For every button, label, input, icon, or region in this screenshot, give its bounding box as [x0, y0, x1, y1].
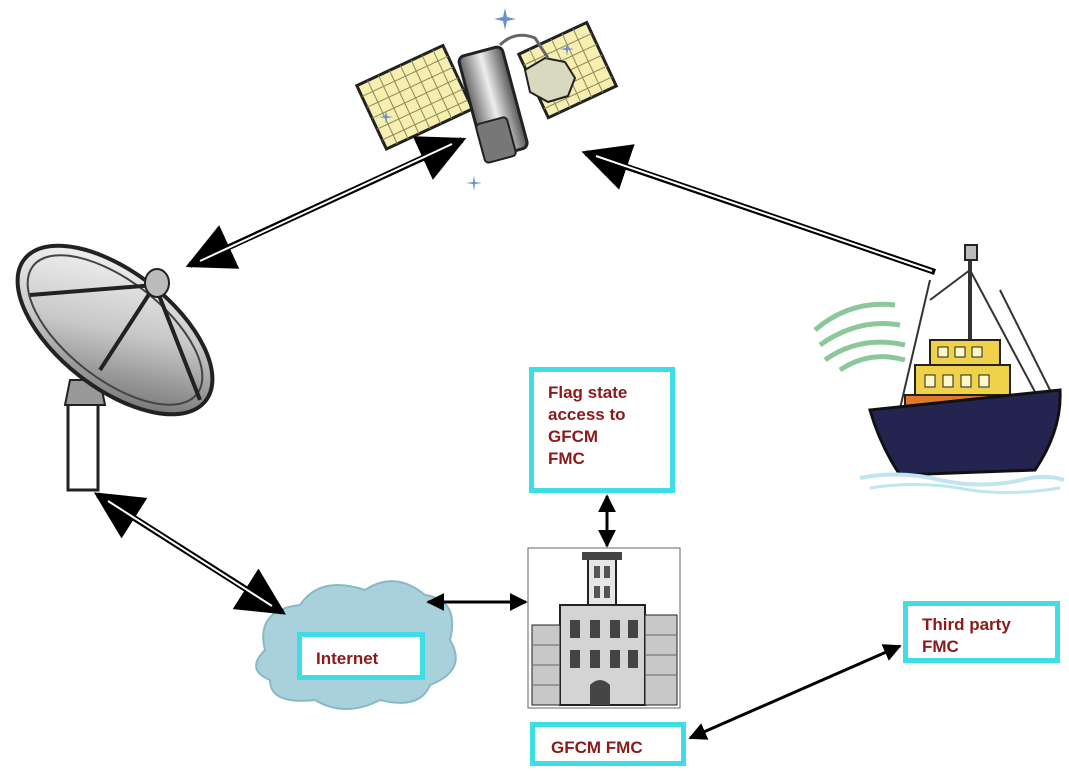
flag-state-line-3: GFCM: [548, 427, 599, 446]
flag-state-line-1: Flag state: [548, 383, 628, 402]
flag-state-access-box: Flag state access to GFCM FMC: [529, 367, 675, 493]
gfcm-fmc-label: GFCM FMC: [551, 738, 643, 757]
link-gfcm-third-party: [688, 644, 902, 740]
fishing-vessel-icon: [813, 244, 1065, 495]
link-vessel-satellite: [581, 144, 936, 275]
flag-state-line-2: access to: [548, 405, 626, 424]
third-party-line-2: FMC: [922, 637, 959, 656]
gfcm-fmc-box: GFCM FMC: [530, 722, 686, 766]
satellite-icon: [354, 8, 619, 191]
internet-label: Internet: [316, 649, 379, 668]
internet-box: Internet: [297, 632, 425, 680]
third-party-fmc-box: Third party FMC: [903, 601, 1060, 663]
link-dish-internet: [93, 492, 287, 615]
satellite-dish-icon: [15, 243, 215, 492]
flag-state-line-4: FMC: [548, 449, 585, 468]
link-dish-satellite: [185, 136, 467, 269]
building-icon: [527, 547, 681, 709]
third-party-line-1: Third party: [922, 615, 1011, 634]
